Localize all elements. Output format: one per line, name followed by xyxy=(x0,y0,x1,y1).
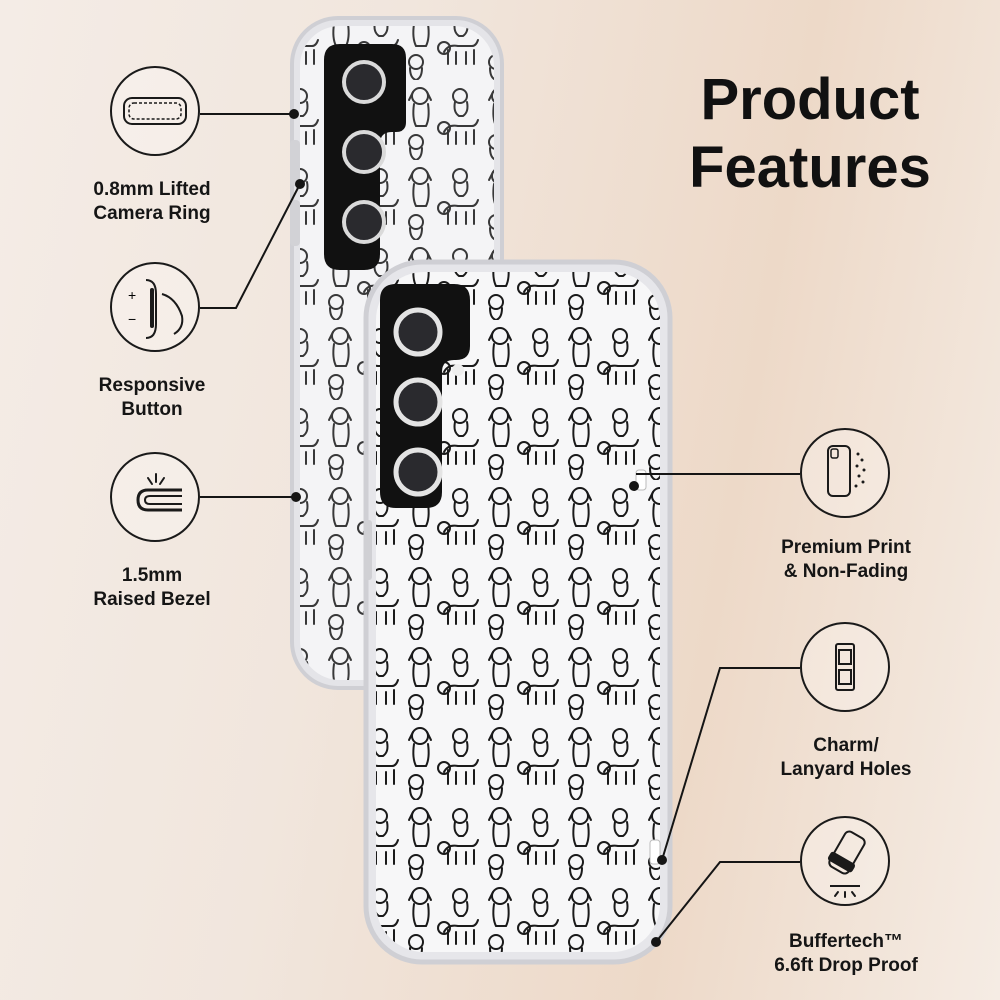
callout-dot xyxy=(289,109,299,119)
callout-dot xyxy=(295,179,305,189)
callout-dot xyxy=(651,937,661,947)
callout-dot xyxy=(629,481,639,491)
feature-label-camera-ring: 0.8mm Lifted Camera Ring xyxy=(93,179,211,224)
lanyard-holes-icon xyxy=(800,622,890,712)
callout-dot xyxy=(291,492,301,502)
title-line-2: Features xyxy=(689,135,931,200)
svg-text:−: − xyxy=(128,311,136,327)
svg-text:+: + xyxy=(128,287,136,303)
side-button-icon: +− xyxy=(110,262,200,352)
feature-label-premium-print: Premium Print & Non-Fading xyxy=(781,537,911,582)
feature-label-raised-bezel: 1.5mm Raised Bezel xyxy=(93,565,211,610)
back-camera-ring xyxy=(324,44,406,270)
feature-label-lanyard-holes: Charm/ Lanyard Holes xyxy=(780,735,912,780)
title-line-1: Product xyxy=(700,67,920,132)
feature-label-drop-proof: Buffertech™ 6.6ft Drop Proof xyxy=(774,931,918,976)
camera-ring-icon xyxy=(110,66,200,156)
print-spray-icon xyxy=(800,428,890,518)
feature-label-responsive-button: Responsive Button xyxy=(98,375,206,420)
callout-lines xyxy=(200,113,800,943)
callout-dot xyxy=(657,855,667,865)
drop-proof-icon xyxy=(800,816,890,906)
page-title: Product Features xyxy=(660,66,960,202)
raised-bezel-icon xyxy=(110,452,200,542)
front-camera-ring xyxy=(380,284,470,508)
phone-case-front xyxy=(363,259,673,965)
